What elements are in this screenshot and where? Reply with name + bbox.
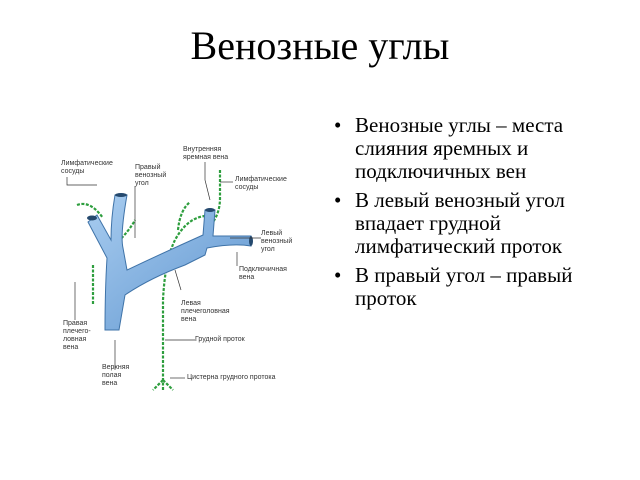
label-subclavian-vein: Подключичная вена bbox=[239, 266, 287, 281]
diagram-illustration bbox=[66, 162, 261, 391]
label-superior-vena-cava: Верхняя полая вена bbox=[102, 364, 130, 387]
bullet-text: В левый венозный угол впадает грудной ли… bbox=[355, 188, 565, 258]
label-thoracic-duct: Грудной проток bbox=[195, 336, 245, 343]
lymph-ducts bbox=[76, 170, 222, 391]
right-subclavian-opening bbox=[87, 215, 97, 221]
bullet-text: Венозные углы – места слияния яремных и … bbox=[355, 113, 564, 183]
left-subclavian-opening bbox=[249, 236, 253, 246]
right-left-lymph-vessel bbox=[76, 202, 104, 219]
label-left-venous-angle: Левый венозный угол bbox=[261, 230, 293, 253]
label-internal-jugular-vein: Внутренняя яремная вена bbox=[183, 146, 229, 161]
label-lymph-vessels-right: Лимфатические сосуды bbox=[235, 176, 287, 191]
cisterna-branch-left bbox=[152, 379, 164, 391]
bullet-item: • Венозные углы – места слияния яремных и… bbox=[334, 114, 624, 183]
neck-lymph-vessel bbox=[176, 201, 191, 231]
bullet-item: • В правый угол – правый проток bbox=[334, 264, 624, 310]
label-cisterna-chyli: Цистерна грудного протока bbox=[187, 374, 276, 381]
thoracic-duct-line bbox=[161, 214, 215, 390]
left-jugular-opening bbox=[205, 208, 215, 212]
label-right-brachiocephalic-vein: Правая плечего- ловная вена bbox=[63, 320, 91, 351]
leader-lines bbox=[66, 162, 261, 379]
bullet-dot: • bbox=[334, 113, 342, 137]
label-right-venous-angle: Правый венозный угол bbox=[135, 164, 167, 187]
cisterna-branch-right bbox=[162, 379, 174, 391]
label-left-brachiocephalic-vein: Левая плечеголовная вена bbox=[181, 300, 230, 323]
bullet-dot: • bbox=[334, 188, 342, 212]
bullet-text: В правый угол – правый проток bbox=[355, 263, 573, 310]
slide-title: Венозные углы bbox=[190, 23, 450, 68]
right-jugular-opening bbox=[115, 193, 127, 197]
right-lymph-vessel-2 bbox=[114, 219, 136, 246]
bullet-item: • В левый венозный угол впадает грудной л… bbox=[334, 189, 624, 258]
bullet-dot: • bbox=[334, 263, 342, 287]
venous-angles-diagram: Лимфатические сосуды Правый венозный уго… bbox=[55, 140, 315, 400]
bullet-list: • Венозные углы – места слияния яремных и… bbox=[334, 114, 624, 316]
label-lymph-vessels-left: Лимфатические сосуды bbox=[61, 160, 113, 175]
superior-vena-cava-shape bbox=[87, 194, 252, 331]
veins bbox=[87, 193, 253, 331]
